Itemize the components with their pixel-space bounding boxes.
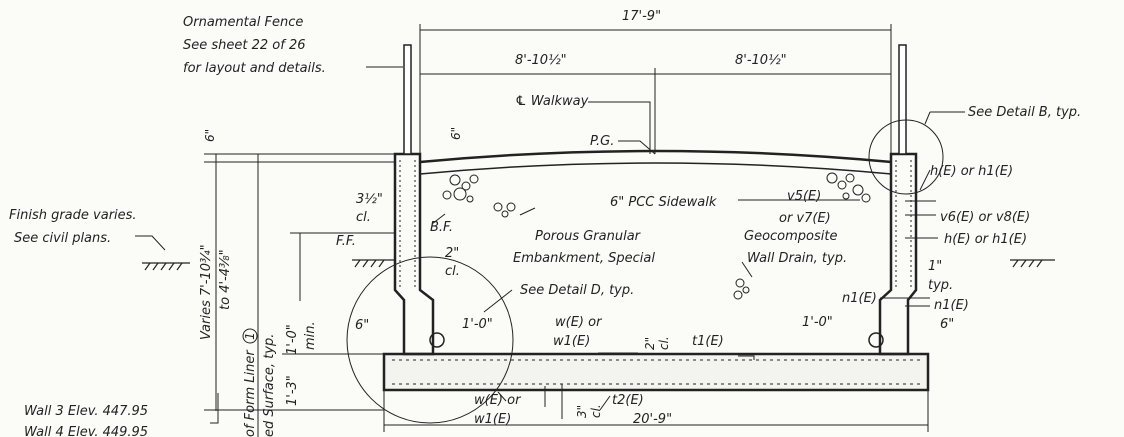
dim-cl-3: cl. [589, 404, 603, 418]
form-liner-circle [242, 328, 258, 344]
dim-one-zero-right: 1'-0" [802, 315, 833, 330]
detail-d-label: See Detail D, typ. [520, 283, 634, 298]
drain-left [429, 332, 445, 348]
aggregate-symbols [442, 172, 871, 300]
wall3-elev: Wall 3 Elev. 447.95 [24, 404, 148, 419]
dim-half-left: 8'-10½" [515, 53, 567, 68]
dim-six-mid: 6" [449, 127, 463, 140]
structure [142, 44, 1055, 424]
dim-half-right: 8'-10½" [735, 53, 787, 68]
right-wall [878, 152, 918, 356]
sidewalk-label: 6" PCC Sidewalk [610, 195, 717, 210]
dim-two-cl: 2" [643, 337, 657, 350]
pg-label: P.G. [590, 134, 614, 149]
dim-cl-2b: cl. [445, 264, 460, 279]
fence-post-left [403, 44, 412, 155]
rebar-n1-a: n1(E) [842, 291, 877, 306]
dim-one-zero-left: 1'-0" [462, 317, 493, 332]
rebar-h-mid: h(E) or h1(E) [944, 232, 1027, 247]
dim-cl-35: cl. [356, 210, 371, 225]
rebar-v7: or v7(E) [779, 211, 831, 226]
dim-three-half: 3½" [356, 192, 383, 207]
surface-typ-label: ed Surface, typ. [262, 334, 277, 437]
dim-two-in: 2" [445, 246, 459, 261]
detail-b-circle [868, 119, 944, 195]
rebar-v5: v5(E) [787, 189, 821, 204]
detail-d-circle [346, 256, 514, 424]
dim-three-cl: 3" [575, 405, 589, 418]
rebar-t2: t2(E) [612, 393, 644, 408]
dim-min: min. [303, 321, 318, 350]
form-liner-circle-number: 1 [243, 332, 257, 340]
dim-one-three: 1'-3" [285, 375, 300, 406]
vertical-notes: 6" 6" Varies 7'-10¾" to 4'-4⅜" of Form L… [199, 127, 671, 437]
porous-line1: Porous Granular [535, 229, 642, 244]
rebar-h-top: h(E) or h1(E) [930, 164, 1013, 179]
finish-grade-line2: See civil plans. [14, 231, 111, 246]
dim-six-right: 6" [940, 317, 954, 332]
form-liner-label: of Form Liner [243, 349, 258, 437]
ff-label: F.F. [336, 234, 356, 249]
rebar-n1-b: n1(E) [934, 298, 969, 313]
dim-one-zero-min: 1'-0" [285, 324, 300, 355]
notes: Ornamental Fence See sheet 22 of 26 for … [9, 9, 1081, 437]
fence-note-line3: for layout and details. [183, 61, 326, 76]
fence-note-line1: Ornamental Fence [183, 15, 303, 30]
geocomposite-line1: Geocomposite [744, 229, 837, 244]
fence-note-line2: See sheet 22 of 26 [183, 38, 306, 53]
rebar-t1: t1(E) [692, 334, 724, 349]
bf-label: B.F. [430, 220, 453, 235]
dim-one-in: 1" [928, 259, 942, 274]
varies-line2: to 4'-4⅜" [218, 249, 233, 310]
ground-hatch [142, 259, 1055, 271]
dim-base-width: 20'-9" [633, 412, 672, 427]
wall4-elev: Wall 4 Elev. 449.95 [24, 425, 148, 437]
rebar-w-top-2: w1(E) [553, 334, 590, 349]
rebar-w-bot-1: w(E) or [474, 393, 522, 408]
left-wall [393, 152, 435, 356]
dim-six-left-base: 6" [355, 318, 369, 333]
dim-typ: typ. [928, 278, 953, 293]
rebar-w-bot-2: w1(E) [474, 412, 511, 427]
dim-cl-2: cl. [657, 336, 671, 350]
drain-right [868, 332, 884, 348]
dim-six-left-top: 6" [203, 129, 217, 142]
leader-lines [135, 66, 965, 424]
detail-b-label: See Detail B, typ. [968, 105, 1081, 120]
fence-post-right [898, 44, 907, 155]
dimension-lines [204, 24, 929, 437]
porous-line2: Embankment, Special [513, 251, 655, 266]
rebar-v6-v8: v6(E) or v8(E) [940, 210, 1030, 225]
geocomposite-line2: Wall Drain, typ. [747, 251, 847, 266]
finish-grade-line1: Finish grade varies. [9, 208, 137, 223]
base-slab [382, 352, 930, 392]
rebar-w-top-1: w(E) or [555, 315, 603, 330]
varies-line1: Varies 7'-10¾" [199, 244, 214, 340]
dim-overall-top: 17'-9" [622, 9, 661, 24]
walkway-label: ℄ Walkway [515, 94, 589, 109]
